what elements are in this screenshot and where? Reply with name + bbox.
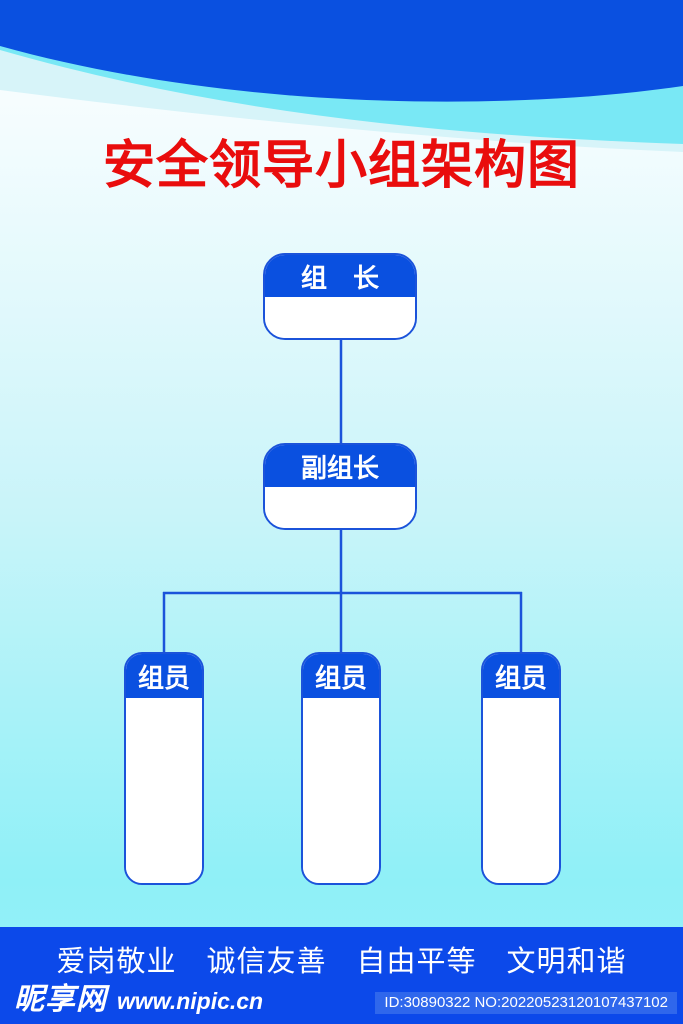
- slogan-list: 爱岗敬业 诚信友善 自由平等 文明和谐: [0, 938, 683, 980]
- slogan-item: 爱岗敬业: [56, 946, 177, 978]
- node-member-3-label: 组员: [483, 654, 559, 698]
- node-member-1-label: 组员: [126, 654, 202, 698]
- slogan-item: 自由平等: [356, 946, 477, 978]
- node-member-3-body: [483, 698, 559, 883]
- footer-bottom-row: 昵享网 www.nipic.cn ID:30890322 NO:20220523…: [0, 983, 683, 1024]
- site-name: 昵享网: [14, 983, 107, 1016]
- site-logo: 昵享网 www.nipic.cn: [14, 974, 263, 1018]
- header-swoosh: [0, 0, 683, 152]
- node-member-2-body: [303, 698, 379, 883]
- node-deputy: 副组长: [263, 443, 417, 530]
- node-member-1-body: [126, 698, 202, 883]
- footer-bar: 爱岗敬业 诚信友善 自由平等 文明和谐 昵享网 www.nipic.cn ID:…: [0, 927, 683, 1024]
- id-badge: ID:30890322 NO:20220523120107437102: [375, 992, 677, 1014]
- dark-blue-wave: [0, 0, 683, 102]
- site-url: www.nipic.cn: [117, 988, 264, 1014]
- page-title: 安全领导小组架构图: [102, 137, 580, 195]
- node-member-1: 组员: [124, 652, 204, 885]
- node-member-3: 组员: [481, 652, 561, 885]
- node-leader-label: 组 长: [265, 255, 415, 297]
- node-deputy-label: 副组长: [265, 445, 415, 487]
- slogan-item: 诚信友善: [206, 946, 327, 978]
- node-leader: 组 长: [263, 253, 417, 340]
- node-member-2: 组员: [301, 652, 381, 885]
- node-member-2-label: 组员: [303, 654, 379, 698]
- node-deputy-body: [265, 487, 415, 528]
- slogan-item: 文明和谐: [506, 946, 627, 978]
- node-leader-body: [265, 297, 415, 338]
